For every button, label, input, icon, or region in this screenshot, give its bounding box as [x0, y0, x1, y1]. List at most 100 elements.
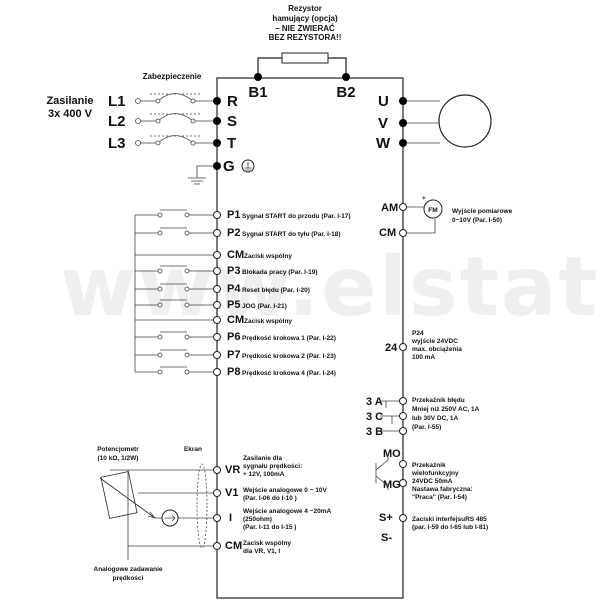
input-desc: Blokada pracy (Par. I-19) — [242, 269, 318, 276]
s-minus-label: S- — [381, 532, 392, 544]
b1-label: B1 — [248, 84, 267, 101]
b1-terminal — [254, 73, 262, 81]
frequency-meter-icon — [423, 199, 443, 219]
relay-c-terminal — [399, 412, 407, 420]
analog-note-2: prędkości — [113, 575, 144, 582]
b2-label: B2 — [336, 84, 355, 101]
g-label: G — [223, 158, 235, 175]
meter-desc: 0~10V (Par. I-50) — [452, 217, 502, 224]
u-terminal — [399, 97, 407, 105]
mo-desc: Przekaźnik — [412, 462, 446, 469]
s-plus-label: S+ — [379, 512, 393, 524]
input-code: P1 — [227, 209, 240, 221]
input-code: P8 — [227, 366, 240, 378]
p24-desc: wyjście 24VDC — [411, 338, 458, 345]
input-terminals — [213, 211, 221, 376]
v1-terminal — [213, 489, 221, 497]
input-desc: Prędkość krokowa 1 (Par. I-22) — [242, 335, 336, 342]
p24-desc: max. obciążenia — [412, 346, 462, 353]
vr-desc: Zasilanie dla — [243, 455, 282, 462]
meter-desc: Wyjście pomiarowe — [452, 208, 513, 215]
motor-icon — [438, 94, 492, 148]
s-label: S — [227, 113, 237, 130]
fm-label: FM — [428, 207, 437, 214]
p24-label: 24 — [385, 342, 398, 354]
cm-desc: dla VR, V1, I — [243, 548, 280, 555]
input-code: CM — [227, 314, 244, 326]
output-cm-label: CM — [379, 227, 396, 239]
resistor-label-1: Rezystor — [288, 4, 322, 13]
input-code: P6 — [227, 331, 240, 343]
i-label: I — [229, 512, 232, 524]
vr-desc: + 12V, 100mA — [243, 471, 285, 478]
input-desc: Reset błędu (Par. I-20) — [242, 287, 310, 294]
relay-a-terminal — [399, 397, 407, 405]
input-desc: Prędkość krokowa 2 (Par. I-23) — [242, 353, 336, 360]
protection-label: Zabezpieczenie — [143, 72, 202, 81]
am-label: AM — [381, 202, 398, 214]
r-terminal — [213, 97, 221, 105]
fm-plus-icon: + — [422, 195, 426, 202]
relay-contacts — [380, 400, 399, 432]
am-terminal — [399, 203, 407, 211]
v1-desc: Wejście analogowe 0 ~ 10V — [243, 487, 328, 494]
i-desc: Wejście analogowe 4 ~20mA — [243, 508, 332, 515]
input-code: P3 — [227, 265, 240, 277]
p24-terminal — [399, 343, 407, 351]
resistor-label-4: BEZ REZYSTORA!! — [269, 33, 342, 42]
p24-desc: P24 — [412, 330, 424, 337]
mo-label: MO — [383, 448, 401, 460]
supply-label-2: 3x 400 V — [48, 108, 93, 120]
input-desc: JOG (Par. I-21) — [242, 303, 287, 310]
resistor-label-2: hamujący (opcja) — [272, 14, 338, 23]
motor-wires — [407, 100, 440, 144]
input-desc: Zacisk wspólny — [244, 318, 292, 325]
ground-mark-icon — [244, 162, 252, 171]
input-code: P7 — [227, 349, 240, 361]
w-label: W — [376, 135, 391, 152]
input-code: CM — [227, 249, 244, 261]
input-desc: Sygnał START do tyłu (Par. I-18) — [242, 231, 340, 238]
mo-desc: 24VDC 50mA — [412, 478, 453, 485]
p24-desc: 100 mA — [412, 354, 435, 361]
output-cm-terminal — [399, 229, 407, 237]
i-terminal — [213, 514, 221, 522]
analog-note-1: Analogowe zadawanie — [94, 566, 163, 573]
g-terminal — [213, 162, 221, 170]
b2-terminal — [342, 73, 350, 81]
v-terminal — [399, 119, 407, 127]
ground-symbol-icon — [241, 159, 255, 173]
l3-label: L3 — [108, 135, 126, 152]
relay-c-label: 3 C — [366, 411, 383, 423]
l2-label: L2 — [108, 113, 126, 130]
l1-label: L1 — [108, 93, 126, 110]
cm-desc: Zacisk wspólny — [243, 540, 291, 547]
potentiometer-label-1: Potencjometr — [97, 446, 139, 453]
v-label: V — [378, 115, 388, 132]
supply-lines — [135, 93, 213, 146]
u-label: U — [378, 93, 389, 110]
earth-icon — [188, 165, 213, 185]
relay-desc: Mniej niż 250V AC, 1A — [412, 406, 480, 413]
v1-desc: (Par. I-06 do I-10 ) — [243, 495, 297, 502]
mg-terminal — [399, 479, 407, 487]
mo-desc: "Praca" (Par. I-54) — [412, 494, 467, 501]
t-label: T — [227, 135, 236, 152]
mo-terminal — [399, 460, 407, 468]
rs485-desc: (par. I-59 do I-65 lub I-81) — [412, 524, 488, 531]
mg-label: MG — [383, 479, 401, 491]
resistor-wire — [257, 57, 347, 75]
analog-cm-terminal — [213, 542, 221, 550]
relay-a-label: 3 A — [366, 396, 383, 408]
relay-desc: Przekaźnik błędu — [412, 397, 465, 404]
w-terminal — [399, 139, 407, 147]
s-terminal — [213, 117, 221, 125]
input-code: P4 — [227, 283, 241, 295]
t-terminal — [213, 139, 221, 147]
input-code: P2 — [227, 227, 240, 239]
v1-label: V1 — [225, 487, 238, 499]
rs485-desc: Zaciski interfejsuRS 485 — [412, 516, 487, 523]
potentiometer-label-2: (10 kΩ, 1/2W) — [98, 455, 139, 462]
vr-desc: sygnału prędkości: — [243, 463, 302, 470]
analog-cm-label: CM — [225, 540, 242, 552]
